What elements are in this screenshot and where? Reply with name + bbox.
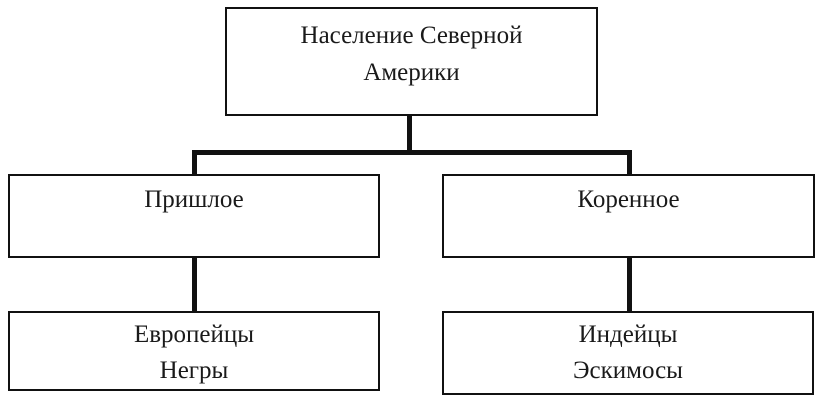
connector-horizontal-bar (192, 150, 632, 155)
node-korennoe: Коренное (442, 174, 815, 258)
node-prishloe: Пришлое (8, 174, 380, 258)
node-label: Индейцы Эскимосы (573, 321, 683, 384)
node-population-north-america: Население Северной Америки (225, 7, 598, 116)
node-indeytsy-eskimosy: Индейцы Эскимосы (442, 311, 814, 395)
node-label: Коренное (577, 186, 680, 213)
node-label: Пришлое (144, 186, 244, 213)
connector-korennoe-children (627, 256, 632, 313)
connector-prishloe-children (192, 256, 197, 313)
connector-root-stem (407, 114, 412, 154)
connector-drop-right (627, 150, 632, 176)
node-evropeytsy-negry: Европейцы Негры (8, 311, 380, 391)
connector-drop-left (192, 150, 197, 176)
node-label: Европейцы Негры (133, 321, 255, 384)
node-label: Население Северной Америки (300, 22, 523, 86)
